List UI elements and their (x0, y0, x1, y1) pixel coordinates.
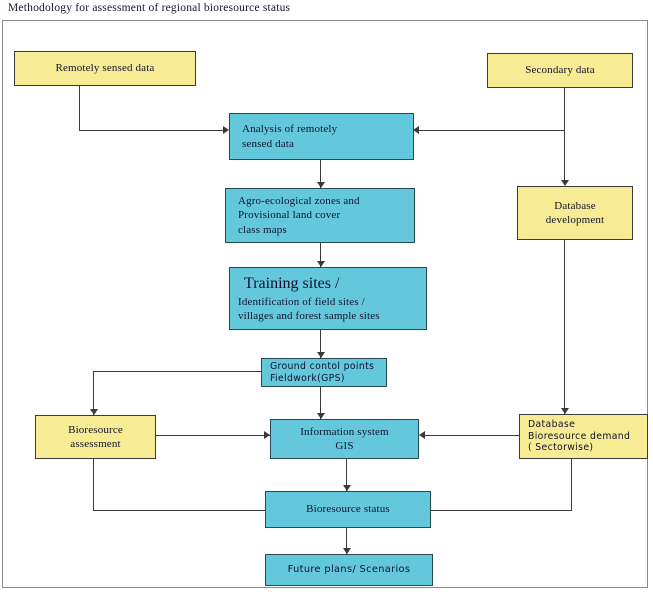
connector-status-to-future (346, 528, 348, 554)
node-label-line-2: Fieldwork(GPS) (270, 372, 345, 384)
node-remotely-sensed-data[interactable]: Remotely sensed data (14, 51, 196, 86)
connector-ground-left (93, 371, 263, 373)
node-label-line-2: assessment (70, 438, 121, 450)
node-label-line-3: villages and forest sample sites (238, 309, 380, 322)
node-label-line-1: Information system (300, 425, 389, 438)
connector-assessment-to-status (93, 510, 272, 512)
arrowhead-status-to-future (343, 548, 351, 554)
node-label-line-2: sensed data (242, 137, 295, 150)
connector-remote-right (79, 130, 224, 132)
connector-dbdev-to-dbdemand (564, 240, 566, 414)
connector-assessment-down (93, 459, 95, 511)
node-label-line-1: Database (528, 418, 576, 430)
connector-secondary-down (564, 87, 566, 185)
node-label-line-3: ( Sectorwise) (528, 442, 594, 454)
node-label: Secondary data (525, 64, 595, 77)
node-label-line-1: Training sites / (244, 275, 340, 293)
node-secondary-data[interactable]: Secondary data (487, 53, 633, 88)
arrowhead-assessment-to-gis (264, 431, 270, 439)
node-label-line-2: development (545, 214, 605, 226)
arrowhead-gis-to-status (343, 485, 351, 491)
node-database-bioresource-demand[interactable]: Database Bioresource demand ( Sectorwise… (519, 414, 648, 459)
node-label-line-1: Database (554, 199, 596, 212)
connector-agro-to-training (320, 243, 322, 267)
node-label-line-2: Provisional land cover (238, 209, 341, 222)
node-analysis-of-remotely-sensed-data[interactable]: Analysis of remotely sensed data (229, 113, 414, 160)
arrowhead-agro-to-training (317, 261, 325, 267)
node-label-line-2: GIS (335, 440, 354, 452)
arrowhead-ground-to-gis (317, 413, 325, 419)
node-future-plans-scenarios[interactable]: Future plans/ Scenarios (265, 554, 433, 586)
node-label-line-1: Bioresource (68, 423, 123, 436)
arrowhead-training-to-ground (317, 352, 325, 358)
connector-dbdemand-to-status (431, 510, 572, 512)
node-label: Bioresource status (306, 503, 390, 516)
node-label-line-2: Bioresource demand (528, 430, 631, 442)
node-label-line-2: Identification of field sites / (238, 295, 365, 308)
node-label: Remotely sensed data (55, 62, 155, 75)
node-bioresource-status[interactable]: Bioresource status (265, 491, 431, 528)
arrowhead-secondary-to-analysis (413, 126, 419, 134)
connector-remote-down (79, 85, 81, 131)
node-information-system-gis[interactable]: Information system GIS (270, 419, 419, 459)
page-title: Methodology for assessment of regional b… (8, 2, 291, 14)
arrowhead-dbdemand-to-gis (419, 431, 425, 439)
connector-ground-down (93, 371, 95, 415)
node-label-line-3: class maps (238, 223, 287, 236)
node-label: Future plans/ Scenarios (287, 563, 411, 575)
node-label-line-1: Analysis of remotely (242, 123, 338, 136)
node-label-line-1: Agro-ecological zones and (238, 195, 360, 208)
connector-dbdemand-down (571, 459, 573, 511)
connector-analysis-to-agro (320, 160, 322, 188)
connector-ground-to-gis (320, 387, 322, 419)
arrowhead-remote-to-analysis (223, 126, 229, 134)
node-bioresource-assessment[interactable]: Bioresource assessment (35, 415, 156, 459)
connector-training-to-ground (320, 330, 322, 358)
node-database-development[interactable]: Database development (517, 186, 633, 240)
connector-assessment-to-gis (156, 435, 270, 437)
arrowhead-dbdev-to-dbdemand (561, 408, 569, 414)
connector-dbdemand-to-gis (425, 435, 519, 437)
connector-secondary-left (419, 130, 565, 132)
node-label-line-1: Ground contol points (270, 360, 375, 372)
connector-gis-to-status (346, 459, 348, 491)
node-ground-control-points[interactable]: Ground contol points Fieldwork(GPS) (261, 358, 387, 387)
arrowhead-secondary-to-database (561, 180, 569, 186)
node-training-sites[interactable]: Training sites / Identification of field… (229, 267, 427, 330)
node-agro-ecological-zones[interactable]: Agro-ecological zones and Provisional la… (225, 188, 415, 243)
arrowhead-ground-to-assessment (90, 409, 98, 415)
arrowhead-analysis-to-agro (317, 182, 325, 188)
